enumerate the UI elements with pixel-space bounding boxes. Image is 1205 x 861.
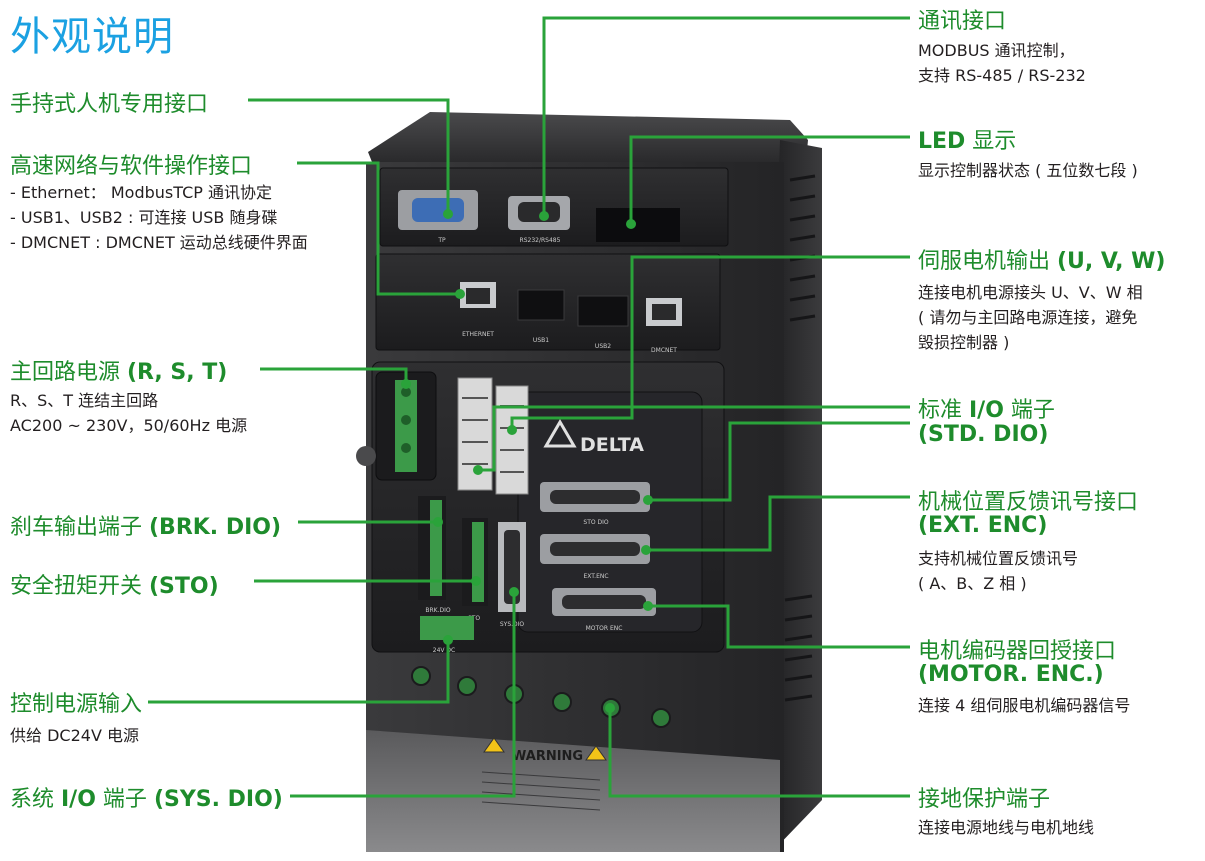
- comm-label: 通讯接口: [918, 9, 1007, 34]
- main-power-label: 主回路电源 (R, S, T): [10, 360, 228, 385]
- handheld-label: 手持式人机专用接口: [10, 92, 209, 117]
- brake-label: 刹车输出端子 (BRK. DIO): [10, 515, 282, 540]
- servo-out-description: 连接电机电源接头 U、V、W 相 ( 请勿与主回路电源连接，避免 毁损控制器 ): [918, 280, 1143, 355]
- warning-text: WARNING: [512, 749, 583, 764]
- uvw-terminal-2: [495, 385, 529, 495]
- brk-dio-port-text: BRK.DIO: [425, 607, 451, 614]
- servo-out-line-3: 毁损控制器 ): [918, 333, 1010, 352]
- ext-enc-line-2: ( A、B、Z 相 ): [918, 574, 1027, 593]
- dc24v-port-text: 24V DC: [433, 647, 455, 654]
- ctrl-power-description: 供给 DC24V 电源: [10, 723, 139, 748]
- warning-icon-left: [483, 737, 505, 753]
- ethernet-port-text: ETHERNET: [462, 331, 494, 338]
- servo-out-line-2: ( 请勿与主回路电源连接，避免: [918, 308, 1138, 327]
- tp-port-text: TP: [437, 237, 446, 244]
- rs-port-text: RS232/RS485: [520, 237, 561, 244]
- ctrl-power-line-1: 供给 DC24V 电源: [10, 726, 139, 745]
- ground-description: 连接电源地线与电机地线: [918, 815, 1094, 840]
- brand-text: DELTA: [580, 434, 644, 456]
- comm-line-1: MODBUS 通讯控制，: [918, 41, 1075, 60]
- network-line-2: - USB1、USB2 : 可连接 USB 随身碟: [10, 208, 278, 227]
- comm-description: MODBUS 通讯控制， 支持 RS-485 / RS-232: [918, 38, 1086, 88]
- ext-enc-line-1: 支持机械位置反馈讯号: [918, 549, 1079, 568]
- motor-enc-port-text: MOTOR ENC: [586, 625, 623, 632]
- line-led: [629, 135, 910, 222]
- top-cover: [368, 112, 808, 162]
- rst-green-terminal: [395, 380, 417, 472]
- callout-dots: [401, 209, 653, 713]
- sto-label: 安全扭矩开关 (STO): [10, 574, 219, 599]
- rs-connector-pins: [518, 202, 560, 222]
- warning-icon-right: [585, 745, 607, 761]
- ctrl-power-label: 控制电源输入: [10, 692, 143, 717]
- network-label: 高速网络与软件操作接口: [10, 154, 253, 179]
- dmcnet-port-text: DMCNET: [651, 347, 677, 354]
- main-power-line-2: AC200 ~ 230V，50/60Hz 电源: [10, 416, 248, 435]
- led-display: [596, 208, 680, 242]
- motor-enc-line-1: 连接 4 组伺服电机编码器信号: [918, 696, 1131, 715]
- servo-out-line-1: 连接电机电源接头 U、V、W 相: [918, 283, 1143, 302]
- std-dio-label: 标准 I/O 端子: [918, 398, 1055, 423]
- line-ground: [608, 710, 910, 798]
- line-main-power: [260, 367, 408, 382]
- line-servo-out: [510, 255, 910, 428]
- page-title: 外观说明: [10, 14, 174, 60]
- sto-dio-port-text: STO DIO: [583, 519, 608, 526]
- usb2-port-text: USB2: [595, 343, 611, 350]
- network-description: - Ethernet： ModbusTCP 通讯协定 - USB1、USB2 :…: [10, 180, 308, 255]
- motor-enc-description: 连接 4 组伺服电机编码器信号: [918, 693, 1130, 718]
- ground-line-1: 连接电源地线与电机地线: [918, 818, 1095, 837]
- line-ext-enc: [648, 495, 910, 552]
- ext-enc-label-en: (EXT. ENC): [918, 513, 1048, 538]
- line-servo-out-b: [478, 405, 910, 472]
- usb2-port: [577, 295, 629, 327]
- line-network: [297, 161, 460, 296]
- main-power-description: R、S、T 连结主回路 AC200 ~ 230V，50/60Hz 电源: [10, 388, 247, 438]
- led-label: LED 显示: [918, 129, 1017, 154]
- line-sys-dio: [290, 590, 516, 798]
- comm-line-2: 支持 RS-485 / RS-232: [918, 66, 1086, 85]
- bottom-panel: [366, 730, 780, 852]
- delta-logo-icon: [543, 419, 577, 448]
- motor-enc-label: 电机编码器回授接口: [918, 639, 1117, 664]
- usb1-port-text: USB1: [533, 337, 549, 344]
- std-dio-label-en: (STD. DIO): [918, 422, 1049, 447]
- ground-screw-left: [356, 446, 376, 466]
- main-power-line-1: R、S、T 连结主回路: [10, 391, 159, 410]
- ext-enc-port-text: EXT.ENC: [583, 573, 608, 580]
- sto-port-text: STO: [468, 615, 480, 622]
- ext-enc-label: 机械位置反馈讯号接口: [918, 490, 1139, 515]
- line-motor-enc: [650, 604, 910, 649]
- led-description: 显示控制器状态 ( 五位数七段 ): [918, 158, 1138, 183]
- sys-dio-label: 系统 I/O 端子 (SYS. DIO): [10, 787, 283, 812]
- line-std-dio: [650, 421, 910, 502]
- sys-dio-port-text: SYS.DIO: [500, 621, 525, 628]
- led-line-1: 显示控制器状态 ( 五位数七段 ): [918, 161, 1138, 180]
- line-ctrl-power: [148, 640, 450, 704]
- ext-enc-description: 支持机械位置反馈讯号 ( A、B、Z 相 ): [918, 546, 1078, 596]
- ground-label: 接地保护端子: [918, 787, 1051, 812]
- motor-enc-label-en: (MOTOR. ENC.): [918, 662, 1104, 687]
- line-handheld: [248, 98, 450, 212]
- network-line-3: - DMCNET : DMCNET 运动总线硬件界面: [10, 233, 308, 252]
- usb1-port: [517, 289, 565, 321]
- servo-out-label: 伺服电机输出 (U, V, W): [918, 249, 1166, 274]
- line-comm: [542, 16, 910, 214]
- network-line-1: - Ethernet： ModbusTCP 通讯协定: [10, 183, 272, 202]
